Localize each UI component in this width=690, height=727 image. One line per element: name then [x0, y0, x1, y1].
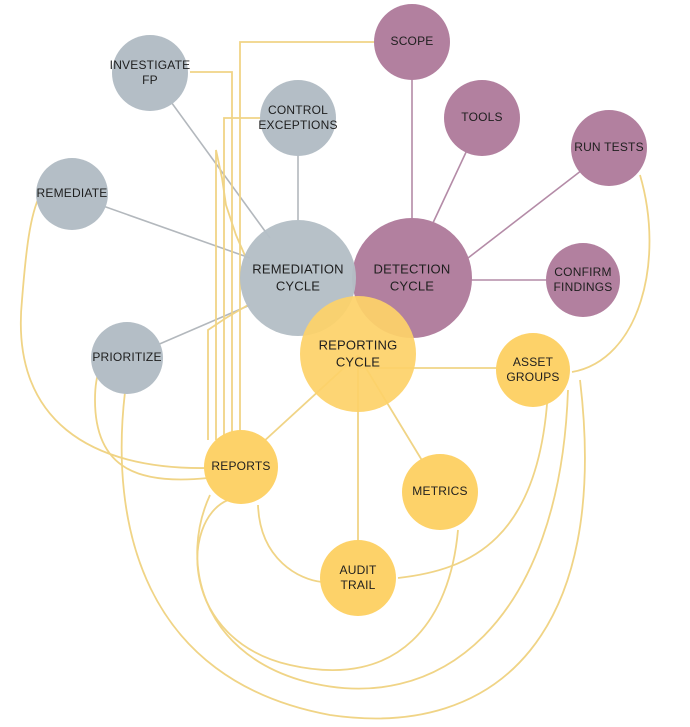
node-prioritize[interactable]: PRIORITIZE	[91, 322, 163, 394]
arc-assetgroups-runtests	[571, 174, 651, 373]
node-reports-circle	[204, 430, 278, 504]
node-investigate-fp-label-2: FP	[142, 73, 158, 87]
node-remediation-cycle-label-2: CYCLE	[276, 278, 320, 293]
arc-reports-prioritize	[94, 367, 209, 481]
node-asset-groups[interactable]: ASSET GROUPS	[496, 333, 570, 407]
node-investigate-fp-circle	[112, 35, 188, 111]
node-reporting-cycle-circle	[300, 296, 416, 412]
node-metrics-label: METRICS	[412, 484, 467, 498]
node-tools-circle	[444, 80, 520, 156]
edge-reports-remediation-a	[215, 149, 247, 440]
edge-reports-control	[223, 117, 262, 440]
node-audit-trail-label-2: TRAIL	[340, 578, 375, 592]
arc-reports-remediate	[19, 194, 209, 469]
node-detection-cycle-label-1: DETECTION	[374, 261, 451, 276]
node-asset-groups-label-2: GROUPS	[506, 370, 559, 384]
node-audit-trail-label-1: AUDIT	[340, 563, 377, 577]
node-audit-trail-circle	[320, 540, 396, 616]
node-confirm-findings-label-2: FINDINGS	[554, 280, 613, 294]
node-confirm-findings-circle	[546, 243, 620, 317]
node-detection-cycle-label-2: CYCLE	[390, 278, 434, 293]
node-investigate-fp[interactable]: INVESTIGATE FP	[110, 35, 191, 111]
node-scope-circle	[374, 4, 450, 80]
node-reporting-cycle[interactable]: REPORTING CYCLE	[300, 296, 416, 412]
edge-reports-remediation-b	[207, 304, 249, 440]
node-confirm-findings[interactable]: CONFIRM FINDINGS	[546, 243, 620, 317]
arc-audit-assetgroups	[397, 389, 549, 579]
node-remediation-cycle-label-1: REMEDIATION	[252, 261, 344, 276]
node-prioritize-label: PRIORITIZE	[92, 350, 161, 364]
node-tools-label: TOOLS	[461, 110, 502, 124]
node-reporting-cycle-label-1: REPORTING	[319, 337, 398, 352]
node-run-tests-label: RUN TESTS	[574, 140, 644, 154]
arc-reports-metrics	[196, 499, 459, 671]
node-remediate[interactable]: REMEDIATE	[36, 158, 108, 230]
node-reports[interactable]: REPORTS	[204, 430, 278, 504]
node-asset-groups-circle	[496, 333, 570, 407]
node-remediate-circle	[36, 158, 108, 230]
node-control-exceptions-label-1: CONTROL	[268, 103, 328, 117]
node-remediate-label: REMEDIATE	[37, 186, 108, 200]
node-run-tests[interactable]: RUN TESTS	[571, 110, 647, 186]
node-audit-trail[interactable]: AUDIT TRAIL	[320, 540, 396, 616]
node-control-exceptions-circle	[260, 80, 336, 156]
node-scope-label: SCOPE	[390, 34, 433, 48]
node-asset-groups-label-1: ASSET	[513, 355, 554, 369]
node-run-tests-circle	[571, 110, 647, 186]
edge-reports-investigate	[190, 71, 233, 440]
node-reporting-cycle-label-2: CYCLE	[336, 354, 380, 369]
node-confirm-findings-label-1: CONFIRM	[554, 265, 611, 279]
node-scope[interactable]: SCOPE	[374, 4, 450, 80]
node-prioritize-circle	[91, 322, 163, 394]
node-control-exceptions[interactable]: CONTROL EXCEPTIONS	[258, 80, 337, 156]
node-control-exceptions-label-2: EXCEPTIONS	[258, 118, 337, 132]
node-tools[interactable]: TOOLS	[444, 80, 520, 156]
node-investigate-fp-label-1: INVESTIGATE	[110, 58, 191, 72]
edge-reports-scope	[239, 41, 375, 440]
node-metrics[interactable]: METRICS	[402, 454, 478, 530]
arc-reports-audit	[257, 504, 323, 583]
node-metrics-circle	[402, 454, 478, 530]
arc-prioritize-assetgroups	[120, 379, 586, 720]
arc-reports-assetgroups	[196, 389, 569, 690]
node-reports-label: REPORTS	[211, 459, 270, 473]
